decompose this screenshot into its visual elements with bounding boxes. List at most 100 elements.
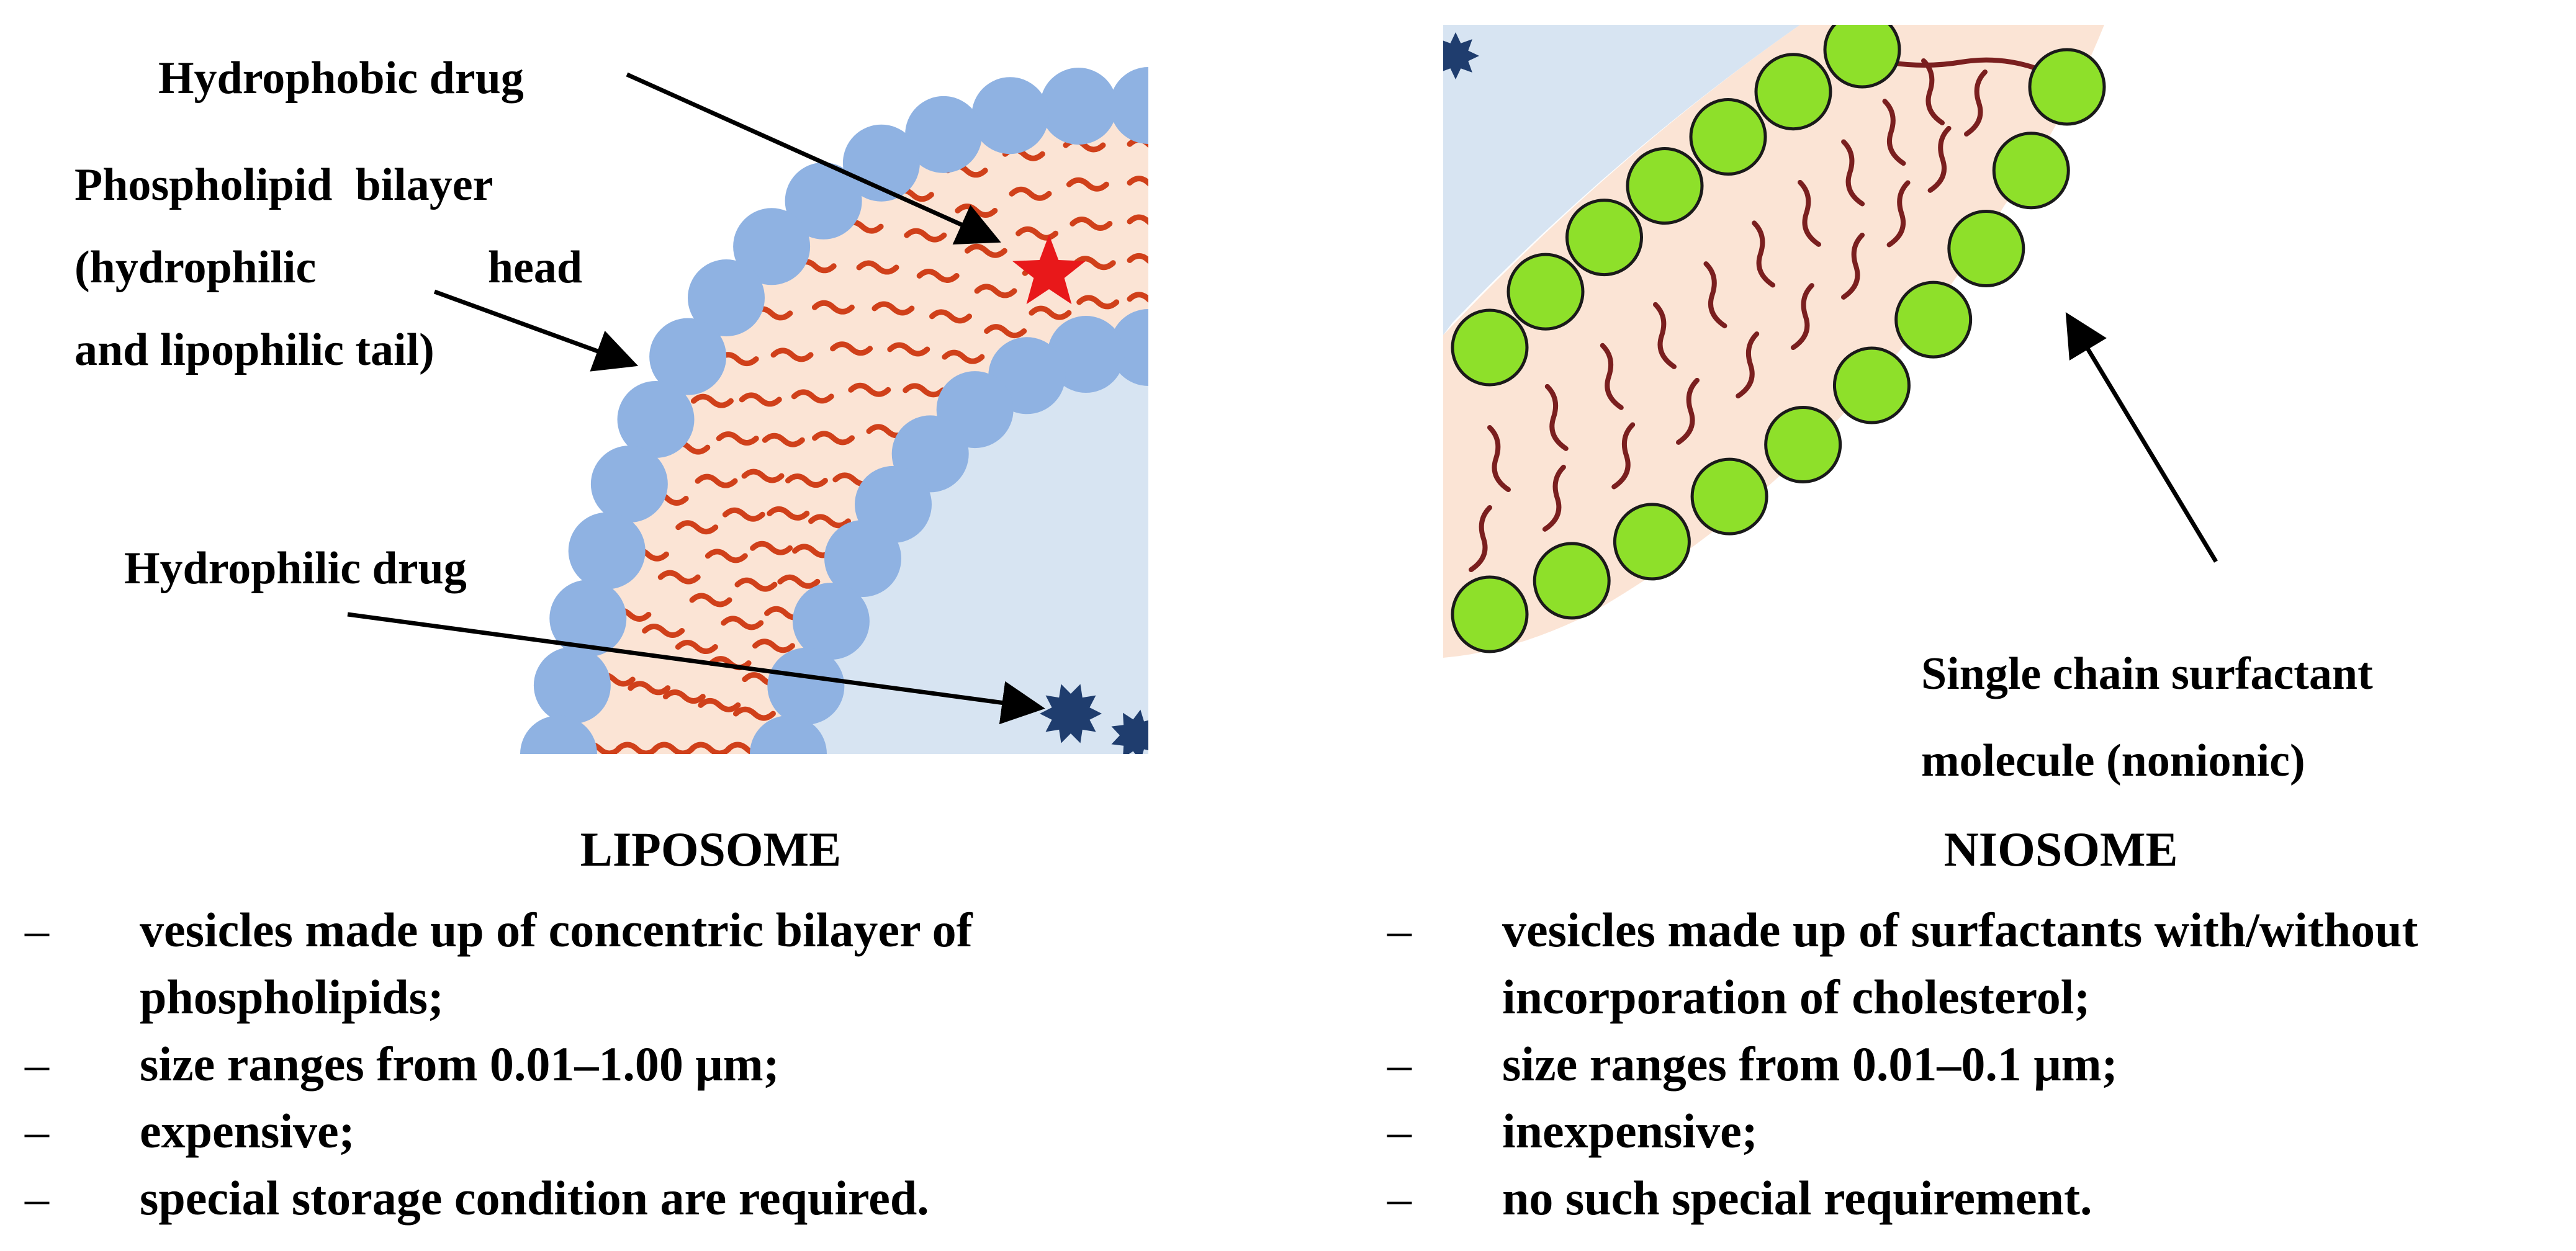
lipid-tail [785,473,828,488]
lipid-tail [722,507,765,522]
lipid-tail [652,742,695,754]
lipid-tail [689,593,732,608]
hydrophobic-drug-arrow [626,72,1001,244]
lipid-tail [690,393,734,408]
lipid-tail [887,342,930,357]
surfactant-tail [1544,383,1569,451]
lipid-tail [791,389,834,404]
surfactant-tail [1736,331,1760,399]
phospholipid-head [533,647,611,724]
surfactant-tail [1600,343,1624,410]
lipid-tail [830,341,873,356]
lipid-tail [732,706,776,721]
lipid-tail [695,473,738,488]
surfactant-head [1565,199,1643,277]
phospholipid-head [792,583,870,660]
surfactant-tail [1921,58,1945,125]
lipid-tail [705,549,748,563]
drug-particle [1040,684,1102,743]
phospholipid-inner-heads [750,309,1148,754]
bilayer-arrow [433,289,639,372]
lipid-tail [964,243,1007,258]
surfactant-head [1823,25,1901,89]
lipid-tail [974,284,1017,298]
lipid-tail [984,324,1027,339]
surfactant-head [1764,405,1842,483]
list-item: –vesicles made up of surfactants with/wi… [1387,897,2567,1031]
lipid-tail [777,574,821,589]
surfactant-tail [1611,422,1636,490]
surfactant-head [1626,147,1704,225]
list-item: – inexpensive; [1387,1098,2567,1165]
niosome-bullet-text: vesicles made up of surfactants with/wit… [1502,903,2418,1024]
hydrophobic-drug-label: Hydrophobic drug [158,53,524,104]
phospholipid-head [750,715,827,754]
list-item: –size ranges from 0.01–1.00 μm; [25,1031,1254,1098]
bullet-dash: – [25,1037,49,1091]
lipid-tail [848,382,891,397]
niosome-bullet-text: no such special requirement. [1502,1171,2092,1225]
phospholipid-head [1110,67,1148,144]
hydrophilic-drug-label: Hydrophilic drug [124,543,467,594]
niosome-aqueous-core [1443,25,1800,335]
bullet-dash: – [1387,1104,1412,1158]
lipid-tail [904,228,947,243]
phospholipid-head [971,77,1049,155]
surfactant-head [1533,542,1611,620]
list-item: –vesicles made up of concentric bilayer … [25,897,1254,1031]
lipid-tail [812,431,855,446]
lipid-tail [871,301,915,316]
surfactant-tail [1676,377,1700,445]
surfactant-arrow [2065,312,2218,563]
phospholipid-head [549,580,627,657]
lipid-tail [1016,226,1059,241]
bullet-dash: – [1387,1037,1412,1091]
phospholipid-head [767,647,845,725]
surfactant-head [1690,457,1768,536]
surfactant-tail [1841,139,1865,207]
surfactant-tails [1469,57,2037,572]
surfactant-head [1947,210,2025,288]
liposome-properties-list: – vesicles made up of concentric bilayer … [25,897,1254,1232]
lipid-tail [942,349,985,364]
surfactant-tail [1886,180,1911,248]
surfactant-tail [1487,425,1511,492]
lipid-tail [675,640,718,655]
surfactant-tail [1798,179,1821,247]
lipid-tail [770,348,814,362]
lipid-tail [767,506,810,521]
surfactant-tail [1964,70,1988,137]
surfactant-head [1992,132,2070,210]
surfactant-head [1506,253,1585,331]
bilayer-label-line1: Phospholipid bilayer [74,159,493,210]
surfactant-heads [1451,25,2106,653]
surfactant-tail [1841,232,1865,300]
surfactant-tail [1882,99,1906,166]
surfactant-tail [1703,261,1727,329]
liposome-bullet-text: vesicles made up of concentric bilayer o… [140,903,973,1024]
phospholipid-head [520,715,597,754]
lipid-tail [752,639,795,653]
lipid-tail [741,469,785,483]
liposome-title: LIPOSOME [580,822,841,876]
lipid-tail [716,431,759,446]
list-item: –size ranges from 0.01–0.1 μm; [1387,1031,2567,1098]
lipid-tail [698,697,741,712]
surfactant-label-line1: Single chain surfactant [1921,648,2373,699]
surfactant-tail [1542,464,1566,532]
lipid-tail [642,624,685,638]
lipid-tail [615,742,659,754]
lipid-tail [739,392,782,407]
lipid-tail [808,514,852,529]
bullet-dash: – [25,1104,49,1158]
liposome-bilayer-interior [559,104,1148,754]
phospholipid-head [649,318,727,395]
surfactant-tail [1886,57,2037,71]
niosome-bullet-text: inexpensive; [1502,1104,1758,1158]
lipid-tail [734,577,778,592]
surfactant-head [1689,98,1767,176]
phospholipid-head [785,162,862,240]
lipid-tail [1127,292,1148,303]
lipid-tail [1009,186,1052,201]
